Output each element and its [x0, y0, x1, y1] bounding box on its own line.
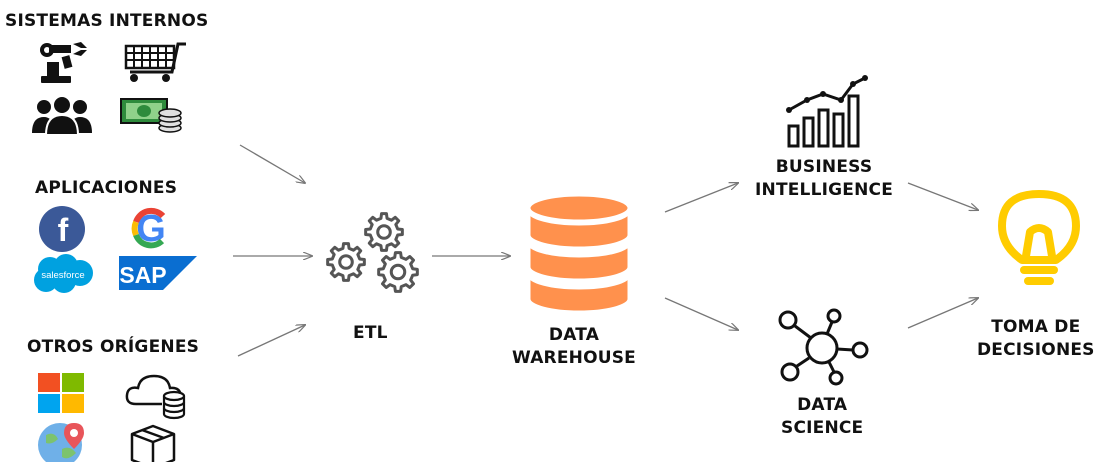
data-warehouse-label: DATA WAREHOUSE: [512, 324, 636, 370]
internal-systems-title: SISTEMAS INTERNOS: [5, 11, 209, 31]
database-cylinder-icon: [526, 193, 632, 315]
microsoft-logo-icon: [38, 373, 84, 413]
salesforce-text: salesforce: [41, 270, 84, 281]
data-science-line1: DATA: [797, 395, 848, 415]
other-sources-title: OTROS ORÍGENES: [27, 337, 200, 357]
decision-making-line2: DECISIONES: [977, 340, 1095, 360]
business-intelligence-line1: BUSINESS: [775, 157, 873, 177]
package-box-icon: [128, 422, 178, 462]
network-nodes-icon: [776, 308, 870, 386]
sap-text: SAP: [119, 262, 166, 288]
shopping-cart-icon: [120, 40, 190, 84]
globe-location-icon: [36, 421, 90, 462]
decision-making-label: TOMA DE DECISIONES: [977, 316, 1095, 362]
robot-arm-icon: [35, 40, 89, 84]
arrow-warehouse-to-bi: [664, 183, 738, 213]
money-coins-icon: [120, 97, 184, 133]
salesforce-logo-icon: salesforce: [30, 253, 96, 295]
google-logo-icon: G: [131, 207, 171, 250]
business-intelligence-label: BUSINESS INTELLIGENCE: [755, 156, 893, 202]
data-science-line2: SCIENCE: [781, 418, 864, 438]
arrow-warehouse-to-ds: [664, 297, 738, 330]
applications-title: APLICACIONES: [35, 178, 178, 198]
facebook-glyph: f: [58, 212, 69, 248]
gears-icon: [326, 212, 426, 298]
arrow-bi-to-decision: [907, 182, 978, 210]
arrow-other-to-etl: [237, 325, 305, 357]
facebook-logo-icon: f: [39, 206, 85, 252]
arrow-ds-to-decision: [907, 298, 978, 329]
bar-chart-icon: [785, 74, 875, 150]
data-warehouse-line2: WAREHOUSE: [512, 348, 636, 368]
people-group-icon: [30, 95, 94, 136]
etl-label: ETL: [353, 323, 388, 343]
cloud-database-icon: [124, 370, 188, 420]
gear-left: [326, 242, 366, 282]
decision-making-line1: TOMA DE: [991, 317, 1081, 337]
arrow-internal-to-etl: [239, 144, 305, 183]
data-warehouse-line1: DATA: [548, 325, 600, 345]
data-science-label: DATA SCIENCE: [781, 394, 863, 440]
lightbulb-icon: [992, 188, 1086, 290]
business-intelligence-line2: INTELLIGENCE: [755, 180, 894, 200]
sap-logo-icon: SAP: [119, 256, 197, 290]
gear-top: [364, 212, 404, 252]
gear-right: [377, 251, 419, 293]
